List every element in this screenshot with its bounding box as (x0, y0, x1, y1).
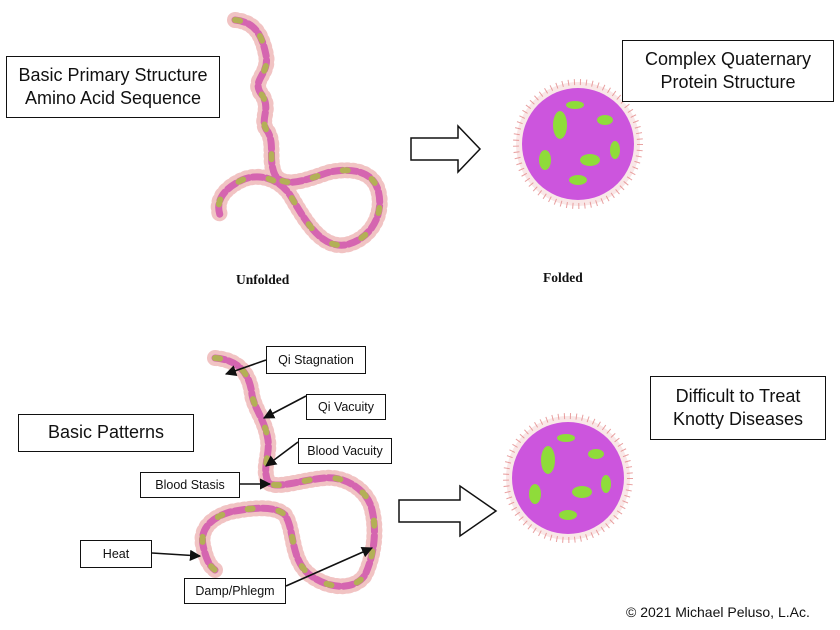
copyright-notice: © 2021 Michael Peluso, L.Ac. (626, 604, 810, 620)
basic-patterns-box: Basic Patterns (18, 414, 194, 452)
folded-protein-bottom-icon (503, 413, 633, 543)
basic-patterns-label: Basic Patterns (47, 422, 165, 443)
pointer-blood-vacuity (265, 441, 299, 467)
hollow-arrow-icon (398, 484, 498, 538)
quaternary-structure-line2: Protein Structure (660, 72, 796, 92)
folded-protein-top-icon (513, 79, 643, 209)
quaternary-structure-line1: Complex Quaternary (644, 48, 812, 69)
primary-structure-box: Basic Primary Structure Amino Acid Seque… (6, 56, 220, 118)
label-blood-vacuity: Blood Vacuity (298, 438, 392, 464)
label-damp-phlegm: Damp/Phlegm (184, 578, 286, 604)
label-qi-vacuity: Qi Vacuity (306, 394, 386, 420)
pointer-qi-stagnation (224, 359, 267, 376)
hollow-arrow-icon (410, 124, 482, 174)
pointer-damp-phlegm (285, 546, 374, 587)
knotty-diseases-line1: Difficult to Treat (675, 385, 801, 406)
knotty-diseases-box: Difficult to Treat Knotty Diseases (650, 376, 826, 440)
primary-structure-line2: Amino Acid Sequence (24, 88, 202, 108)
pointer-qi-vacuity (263, 395, 307, 419)
knotty-diseases-line2: Knotty Diseases (672, 409, 804, 429)
folded-caption: Folded (543, 270, 583, 285)
quaternary-structure-box: Complex Quaternary Protein Structure (622, 40, 834, 102)
pointer-heat (151, 549, 202, 561)
primary-structure-line1: Basic Primary Structure (18, 64, 208, 85)
unfolded-chain-top-icon (210, 12, 388, 254)
label-heat: Heat (80, 540, 152, 568)
label-qi-stagnation: Qi Stagnation (266, 346, 366, 374)
label-blood-stasis: Blood Stasis (140, 472, 240, 498)
label-pointers (151, 359, 374, 587)
unfolded-caption: Unfolded (236, 272, 290, 287)
